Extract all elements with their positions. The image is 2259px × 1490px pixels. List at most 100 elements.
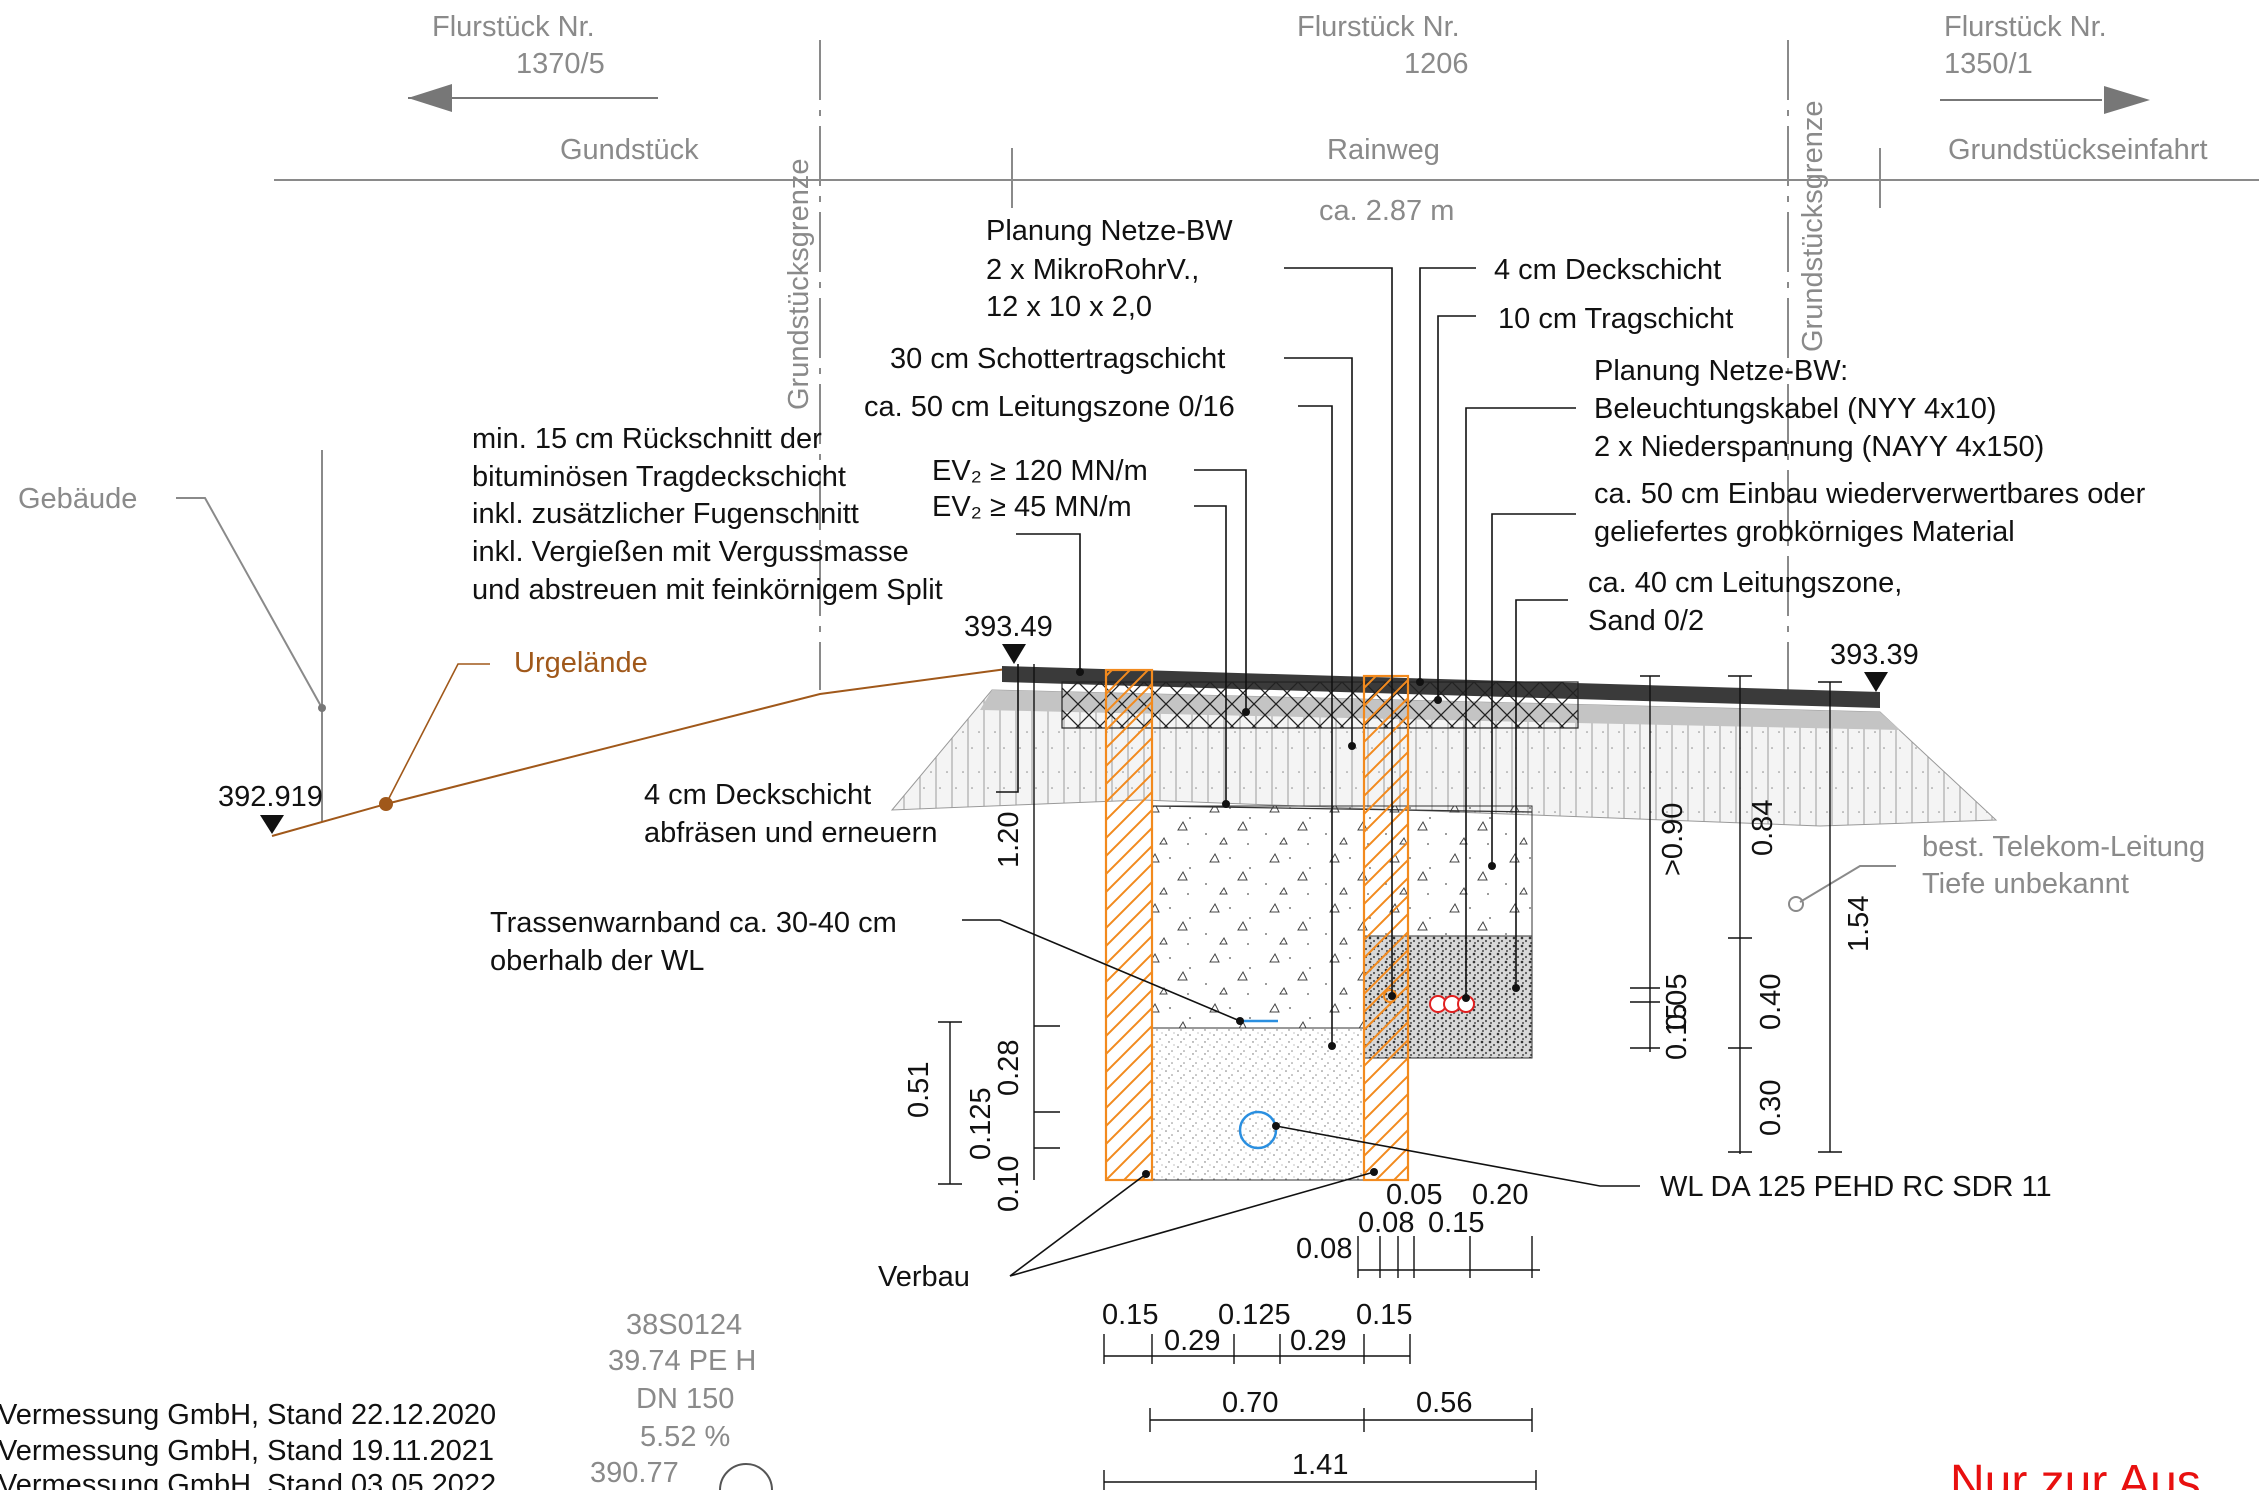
line-zone-leader-dot: [1328, 1042, 1336, 1050]
ev2-label-a: EV₂ ≥ 120 MN/m: [932, 455, 1148, 487]
power-label-1: Planung Netze-BW:: [1594, 355, 1848, 387]
dim-c-015b: 0.15: [1356, 1299, 1412, 1331]
parcel-right-label: Flurstück Nr.: [1944, 11, 2107, 43]
tape-label-2: oberhalb der WL: [490, 945, 704, 977]
terrain-left: Gebäude Urgelände 392.919: [18, 450, 1015, 837]
dim-030: 0.30: [1755, 1080, 1787, 1136]
tape-leader-dot: [1236, 1017, 1244, 1025]
elevation-marker-road-right: [1864, 672, 1888, 692]
sand-leader-dot: [1512, 984, 1520, 992]
base-layer-label: 10 cm Tragschicht: [1498, 303, 1733, 335]
elevation-left-terrain: 392.919: [218, 781, 323, 813]
base-leader: [1437, 315, 1476, 700]
parcel-center-area: Rainweg: [1327, 134, 1440, 166]
mill-leader: [996, 664, 1019, 793]
dim-090: >0.90: [1657, 803, 1689, 876]
vertical-dimensions: 1.20 >0.90 0.84 1.54 0.05 0.15 0.40 0.30…: [903, 664, 1875, 1212]
netze-label-2: 2 x MikroRohrV.,: [986, 254, 1199, 286]
dim-040: 0.40: [1755, 974, 1787, 1030]
sand-leader: [1515, 599, 1568, 988]
mill-label-1: 4 cm Deckschicht: [644, 779, 871, 811]
cut-label-5: und abstreuen mit feinkörnigem Split: [472, 574, 943, 606]
cut-leader: [1016, 533, 1081, 672]
trench-gravel-zone: [1151, 805, 1365, 1029]
horizontal-dimensions: 0.05 0.20 0.08 0.15 0.08 0.15 0.125 0.15…: [1102, 1179, 1540, 1490]
manhole-level: 390.77: [590, 1457, 679, 1489]
cut-label-2: bituminösen Tragdeckschicht: [472, 461, 846, 493]
netze-label-3: 12 x 10 x 2,0: [986, 291, 1152, 323]
original-terrain-line: [271, 667, 1015, 837]
manhole-info: 38S0124 39.74 PE H DN 150 5.52 % 390.77: [590, 1309, 773, 1490]
dim-e-056: 0.56: [1416, 1387, 1472, 1419]
surface-leader-dot: [1416, 678, 1424, 686]
elevation-right-road: 393.39: [1830, 639, 1919, 671]
parcel-left-label: Flurstück Nr.: [432, 11, 595, 43]
parcel-right-area: Grundstückseinfahrt: [1948, 134, 2208, 166]
disclaimer-text: Nur zur Aus: [1950, 1456, 2201, 1490]
ev2-b-leader-dot: [1222, 800, 1230, 808]
dim-c-0125: 0.125: [1218, 1299, 1291, 1331]
dim-b-008a: 0.08: [1358, 1207, 1414, 1239]
manhole-dn: DN 150: [636, 1383, 734, 1415]
dim-005v: 0.05: [1661, 974, 1693, 1030]
dim-0125v: 0.125: [965, 1087, 997, 1160]
cut-label-3: inkl. zusätzlicher Fugenschnitt: [472, 498, 859, 530]
dim-b-020: 0.20: [1472, 1179, 1528, 1211]
dim-b-015a: 0.15: [1428, 1207, 1484, 1239]
dim-f-141: 1.41: [1292, 1449, 1348, 1481]
mill-label-2: abfräsen und erneuern: [644, 817, 937, 849]
base-leader-dot: [1434, 696, 1442, 704]
terrain-leader: [385, 663, 490, 805]
shoring-dot-right: [1370, 1168, 1378, 1176]
cut-label-4: inkl. Vergießen mit Vergussmasse: [472, 536, 909, 568]
dim-051: 0.51: [903, 1062, 935, 1118]
water-pipe-leader-dot: [1272, 1122, 1280, 1130]
parcel-center-label: Flurstück Nr.: [1297, 11, 1460, 43]
dim-b-008b: 0.08: [1296, 1233, 1352, 1265]
fill-label-2: geliefertes grobkörniges Material: [1594, 516, 2015, 548]
elevation-left-road: 393.49: [964, 611, 1053, 643]
source-2: Vermessung GmbH, Stand 19.11.2021: [0, 1435, 494, 1467]
dim-b-005: 0.05: [1386, 1179, 1442, 1211]
dim-c-015a: 0.15: [1102, 1299, 1158, 1331]
elevation-marker-road-left: [1002, 644, 1026, 664]
building-leader: [176, 497, 323, 709]
dim-e-070: 0.70: [1222, 1387, 1278, 1419]
trench-top-line: [1151, 805, 1533, 813]
boundary-label-left: Grundstücksgrenze: [783, 159, 815, 410]
power-leader-dot: [1462, 994, 1470, 1002]
telekom-label-1: best. Telekom-Leitung: [1922, 831, 2205, 863]
gravel-leader-dot: [1348, 742, 1356, 750]
power-label-3: 2 x Niederspannung (NAYY 4x150): [1594, 431, 2044, 463]
parcel-left-area: Gundstück: [560, 134, 699, 166]
sand-label-1: ca. 40 cm Leitungszone,: [1588, 567, 1902, 599]
gravel-leader: [1284, 357, 1353, 746]
dim-028: 0.28: [993, 1040, 1025, 1096]
telekom-leader: [1799, 865, 1896, 903]
line-zone-label: ca. 50 cm Leitungszone 0/16: [864, 391, 1235, 423]
arrow-left-head: [408, 84, 452, 112]
water-pipe-label: WL DA 125 PEHD RC SDR 11: [1660, 1171, 2052, 1203]
sand-label-2: Sand 0/2: [1588, 605, 1704, 637]
callouts: Planung Netze-BW 2 x MikroRohrV., 12 x 1…: [472, 215, 2205, 1293]
manhole-icon: [719, 1463, 773, 1490]
original-terrain-label: Urgelände: [514, 647, 648, 679]
dim-084: 0.84: [1747, 800, 1779, 856]
tape-leader: [962, 919, 1241, 1022]
surface-layer-label: 4 cm Deckschicht: [1494, 254, 1721, 286]
shoring-leader-left: [1009, 1173, 1147, 1277]
boundary-label-right: Grundstücksgrenze: [1797, 101, 1829, 352]
dim-154: 1.54: [1843, 896, 1875, 952]
telekom-line-icon: [1788, 896, 1804, 912]
dim-010: 0.10: [993, 1156, 1025, 1212]
shoring-leader-right: [1009, 1171, 1375, 1277]
parcel-center-number: 1206: [1404, 48, 1469, 80]
netze-label-1: Planung Netze-BW: [986, 215, 1233, 247]
ev2-b-leader: [1194, 505, 1227, 804]
netze-leader: [1284, 267, 1393, 996]
fill-leader-dot: [1488, 862, 1496, 870]
shoring-left: [1104, 668, 1154, 1182]
dim-120: 1.20: [993, 812, 1025, 868]
ev2-label-b: EV₂ ≥ 45 MN/m: [932, 491, 1132, 523]
fill-label-1: ca. 50 cm Einbau wiederverwertbares oder: [1594, 478, 2146, 510]
